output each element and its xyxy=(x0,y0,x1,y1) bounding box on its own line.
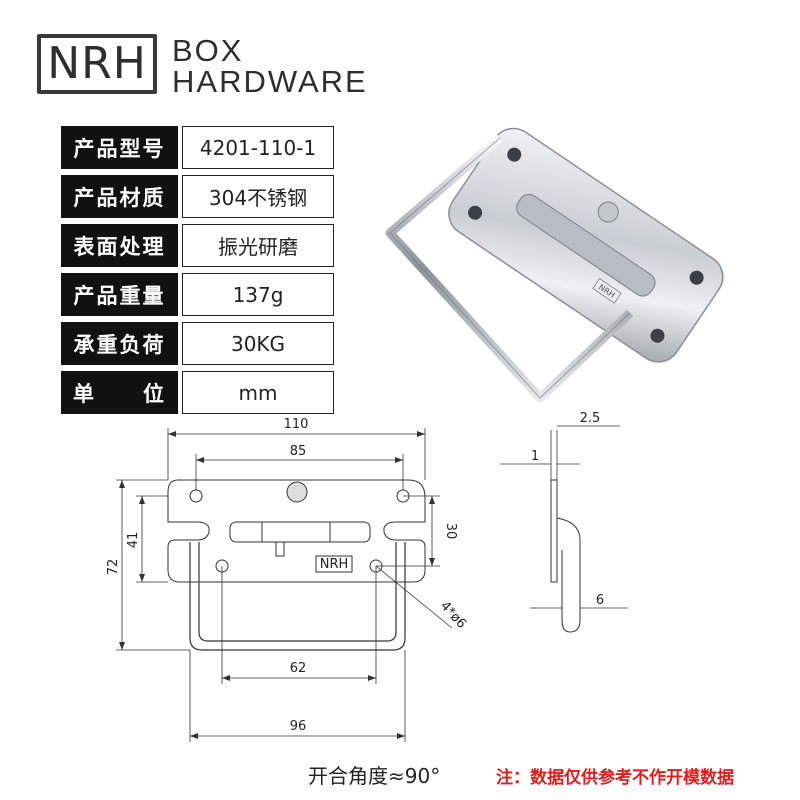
dim-72: 72 xyxy=(106,559,121,576)
side-view xyxy=(550,479,581,633)
spec-row: 承重负荷 30KG xyxy=(61,322,334,371)
spec-value: 4201-110-1 xyxy=(182,126,334,169)
spec-value: 304不锈钢 xyxy=(182,175,334,218)
spec-label: 承重负荷 xyxy=(61,322,178,365)
spec-row: 产品材质 304不锈钢 xyxy=(61,175,334,224)
spec-value: mm xyxy=(182,371,334,414)
spec-value: 振光研磨 xyxy=(182,224,334,267)
spec-table: 产品型号 4201-110-1 产品材质 304不锈钢 表面处理 振光研磨 产品… xyxy=(61,126,334,420)
hinge-bar xyxy=(229,521,371,543)
product-photo: NRH xyxy=(385,127,724,403)
dim-110: 110 xyxy=(284,417,309,432)
opening-angle: 开合角度≈90° xyxy=(308,764,441,788)
spec-value: 30KG xyxy=(182,322,334,365)
technical-drawing: NRH xyxy=(106,411,628,742)
dim-62: 62 xyxy=(290,661,307,676)
mount-hole xyxy=(189,489,203,503)
disclaimer-note: 注：数据仅供参考不作开模数据 xyxy=(496,768,734,788)
drawing-stamp: NRH xyxy=(320,557,349,572)
dim-2-5: 2.5 xyxy=(580,411,601,426)
spec-label: 产品型号 xyxy=(61,126,178,169)
dim-30: 30 xyxy=(443,523,458,540)
spec-label-part: 单 xyxy=(73,381,96,406)
spec-row: 产品重量 137g xyxy=(61,273,334,322)
spec-label: 产品材质 xyxy=(61,175,178,218)
dim-6: 6 xyxy=(596,593,604,608)
brand-line-1: BOX xyxy=(172,33,244,68)
brand-logo: NRH xyxy=(37,34,157,94)
spec-value: 137g xyxy=(182,273,334,316)
dim-1: 1 xyxy=(531,449,539,464)
center-boss xyxy=(286,481,308,503)
spec-label: 单 位 xyxy=(61,371,178,414)
dim-85: 85 xyxy=(290,444,307,459)
dim-41: 41 xyxy=(126,532,141,549)
plate-outline xyxy=(167,479,426,583)
dim-holes: 4*ø6 xyxy=(437,599,469,632)
spec-label: 表面处理 xyxy=(61,224,178,267)
handle-outline xyxy=(189,542,406,651)
spec-row: 表面处理 振光研磨 xyxy=(61,224,334,273)
spec-label-part: 位 xyxy=(143,381,166,406)
spec-row: 产品型号 4201-110-1 xyxy=(61,126,334,175)
mounting-plate: NRH xyxy=(448,127,724,363)
spec-label: 产品重量 xyxy=(61,273,178,316)
brand-line-2: HARDWARE xyxy=(172,64,368,99)
dim-96: 96 xyxy=(290,719,307,734)
spec-row: 单 位 mm xyxy=(61,371,334,420)
